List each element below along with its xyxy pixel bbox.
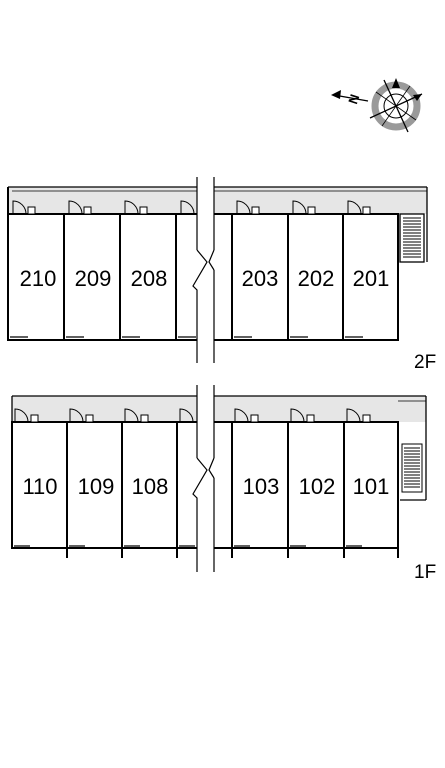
omission-break-1f (192, 385, 215, 572)
compass-north-pointer (392, 78, 400, 88)
door-icon (69, 408, 94, 423)
unit-number: 209 (75, 266, 112, 291)
corridor-1f (12, 396, 426, 422)
north-arrow-icon (331, 90, 369, 102)
compass-north-letter: N (345, 92, 362, 106)
door-icon (12, 200, 36, 215)
unit-number: 203 (242, 266, 279, 291)
compass: N (331, 78, 423, 133)
door-icon (346, 408, 371, 423)
entry-doors-2f (12, 200, 371, 215)
omission-break-2f (192, 177, 215, 363)
door-icon (292, 200, 316, 215)
unit-number: 210 (20, 266, 57, 291)
unit-number: 208 (131, 266, 168, 291)
floor-2f: 210 209 208 203 202 201 2F (7, 177, 436, 373)
door-icon (68, 200, 92, 215)
entry-doors-1f (14, 408, 371, 423)
compass-rose-icon (369, 78, 423, 133)
unit-number: 108 (132, 474, 169, 499)
unit-number: 110 (22, 474, 57, 499)
door-icon (180, 200, 195, 215)
staircase-1f (401, 443, 423, 493)
floor-1f: 110 109 108 103 102 101 1F (11, 385, 436, 583)
door-icon (234, 408, 259, 423)
door-icon (347, 200, 371, 215)
door-icon (124, 408, 149, 423)
unit-number: 101 (353, 474, 390, 499)
door-icon (290, 408, 315, 423)
floor-label-2f: 2F (414, 352, 436, 373)
unit-number: 202 (298, 266, 335, 291)
door-icon (179, 408, 194, 423)
door-icon (124, 200, 148, 215)
unit-number: 109 (78, 474, 115, 499)
door-icon (236, 200, 260, 215)
door-icon (14, 408, 39, 423)
floor-label-1f: 1F (414, 562, 436, 583)
unit-number: 102 (299, 474, 336, 499)
unit-number: 103 (243, 474, 280, 499)
corridor-2f (8, 187, 427, 214)
unit-number: 201 (353, 266, 390, 291)
staircase-2f (399, 213, 425, 263)
